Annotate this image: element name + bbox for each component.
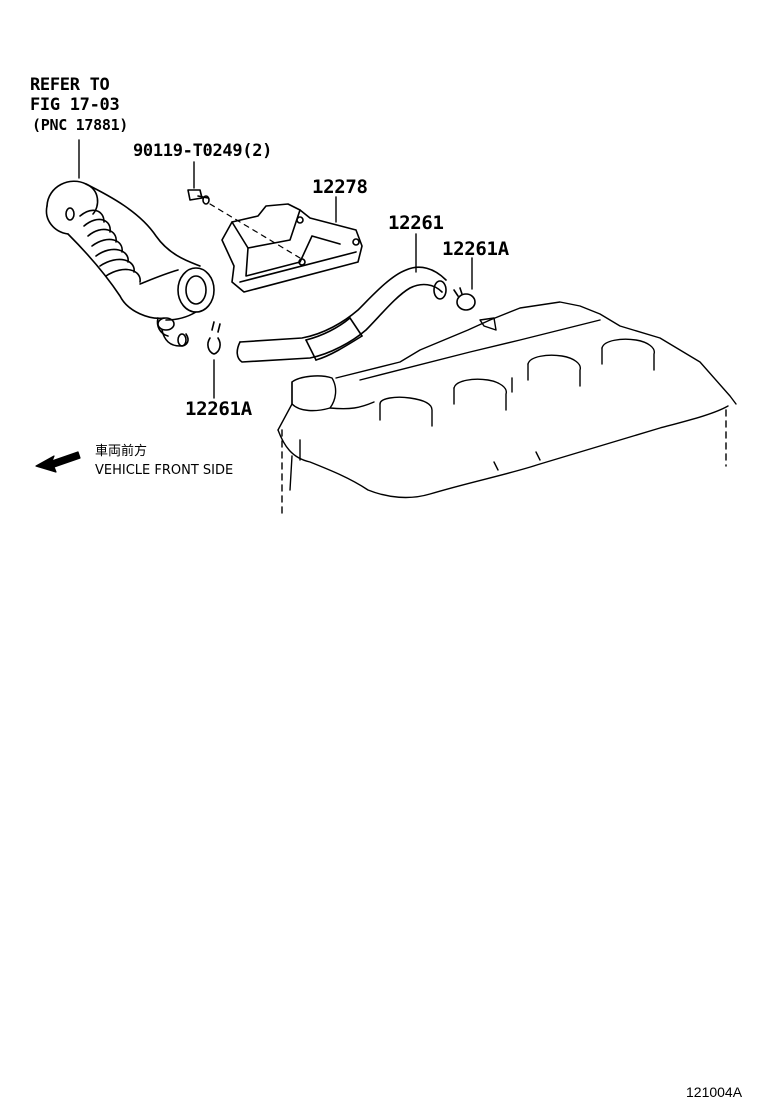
refer-line-2: FIG 17-03 <box>30 95 120 115</box>
part-label-hose: 12261 <box>388 212 444 234</box>
refer-line-3: (PNC 17881) <box>32 116 129 134</box>
bolt-dashed-line <box>209 203 301 259</box>
direction-jp: 車両前方 <box>95 444 148 459</box>
bracket <box>221 203 363 293</box>
part-label-clamp-right: 12261A <box>442 238 509 260</box>
engine-dash-lines <box>281 409 727 515</box>
leader-lines <box>78 139 473 399</box>
part-label-clamp-left: 12261A <box>185 398 252 420</box>
engine-head <box>277 301 737 499</box>
refer-line-1: REFER TO <box>30 75 110 95</box>
clamp-right <box>453 287 476 311</box>
arrow-left-icon <box>35 451 81 473</box>
figure-code: 121004A <box>686 1084 743 1100</box>
part-label-bolt: 90119-T0249(2) <box>133 141 273 161</box>
clamp-left <box>207 321 221 355</box>
bolt <box>187 189 210 205</box>
air-hose <box>45 180 215 347</box>
direction-en: VEHICLE FRONT SIDE <box>95 463 234 478</box>
part-label-bracket: 12278 <box>312 176 368 198</box>
pcv-hose <box>236 266 447 363</box>
